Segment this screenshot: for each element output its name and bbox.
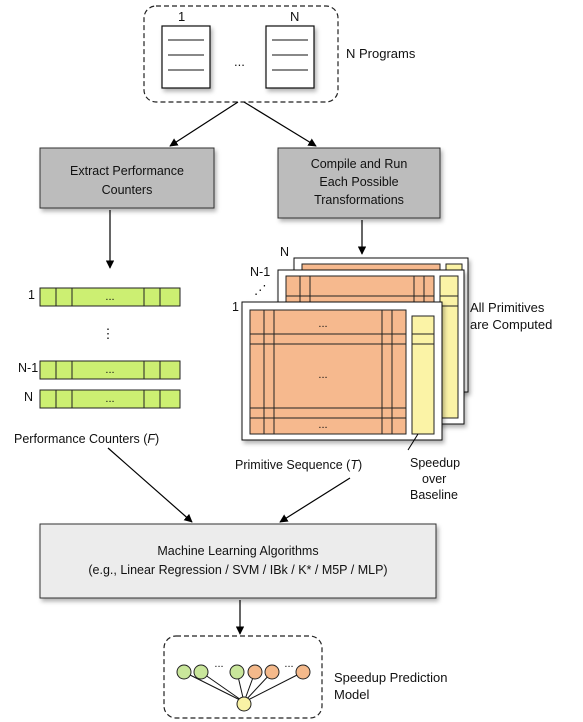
performance-counters-group: 1 ... ⋮ N-1 ... N ... Perfo [14,287,181,446]
primitive-sequence-caption: Primitive Sequence (T) [235,458,362,472]
model-label-line1: Speedup Prediction [334,670,447,685]
model-node-ellipsis: ... [284,658,293,670]
program-first-index: 1 [178,9,185,24]
input-node [295,664,311,680]
extract-box-line1: Extract Performance [70,164,184,178]
all-primitives-label-line2: are Computed [470,317,552,332]
compile-box-line2: Each Possible [319,175,398,189]
input-node [176,664,192,680]
output-node [236,696,252,712]
programs-label: N Programs [346,46,416,61]
model-container [163,635,323,719]
arrow-to-compile [243,101,317,147]
counters-caption: Performance Counters (F) [14,432,159,446]
layer-label: 1 [232,300,239,314]
programs-group: 1 N ... N Programs [143,5,416,103]
counter-vector: ... [39,389,181,409]
extract-counters-box: Extract Performance Counters [39,147,215,209]
program-last-index: N [290,9,299,24]
prediction-model-group: ... ... Speedup Prediction Model [163,635,447,719]
counter-row-label: N [24,390,33,404]
layer-label: N-1 [250,265,270,279]
primitive-matrix-layer: ... ... ... [241,301,443,441]
primitive-matrix-stack: N N-1 ⋰ 1 [232,245,552,502]
speedup-label-line1: Speedup [410,456,460,470]
matrix-cell-ellipsis: ... [318,419,327,431]
counter-cell-ellipsis: ... [105,364,114,376]
counter-vector: ... [39,360,181,380]
input-node [264,664,280,680]
counter-cell-ellipsis: ... [105,291,114,303]
machine-learning-box: Machine Learning Algorithms (e.g., Linea… [39,523,437,599]
counters-vertical-ellipsis: ⋮ [102,326,115,341]
input-node [229,664,245,680]
speedup-label-line2: over [422,472,446,486]
matrix-cell-ellipsis: ... [318,318,327,330]
counter-cell-ellipsis: ... [105,393,114,405]
model-node-ellipsis: ... [214,658,223,670]
matrix-cell-ellipsis: ... [318,369,327,381]
arrow-to-extract [169,101,239,147]
input-node [193,664,209,680]
arrow-primitives-to-ml [279,477,351,523]
programs-ellipsis: ... [234,54,245,69]
counter-row-label: N-1 [18,361,38,375]
ml-box-line1: Machine Learning Algorithms [157,544,318,558]
compile-box-line1: Compile and Run [311,157,408,171]
layer-label: N [280,245,289,259]
program-document-icon [161,25,211,89]
extract-box-line2: Counters [102,183,153,197]
ml-box-line2: (e.g., Linear Regression / SVM / IBk / K… [88,563,387,577]
input-node [247,664,263,680]
program-document-icon [265,25,315,89]
counter-vector: ... [39,287,181,307]
speedup-pointer-line [407,433,419,451]
all-primitives-label-line1: All Primitives [470,300,545,315]
speedup-label-line3: Baseline [410,488,458,502]
compile-run-box: Compile and Run Each Possible Transforma… [277,147,441,219]
model-label-line2: Model [334,687,370,702]
counter-row-label: 1 [28,288,35,302]
layer-ellipsis: ⋰ [254,283,267,297]
arrow-counters-to-ml [107,447,193,523]
compile-box-line3: Transformations [314,193,404,207]
